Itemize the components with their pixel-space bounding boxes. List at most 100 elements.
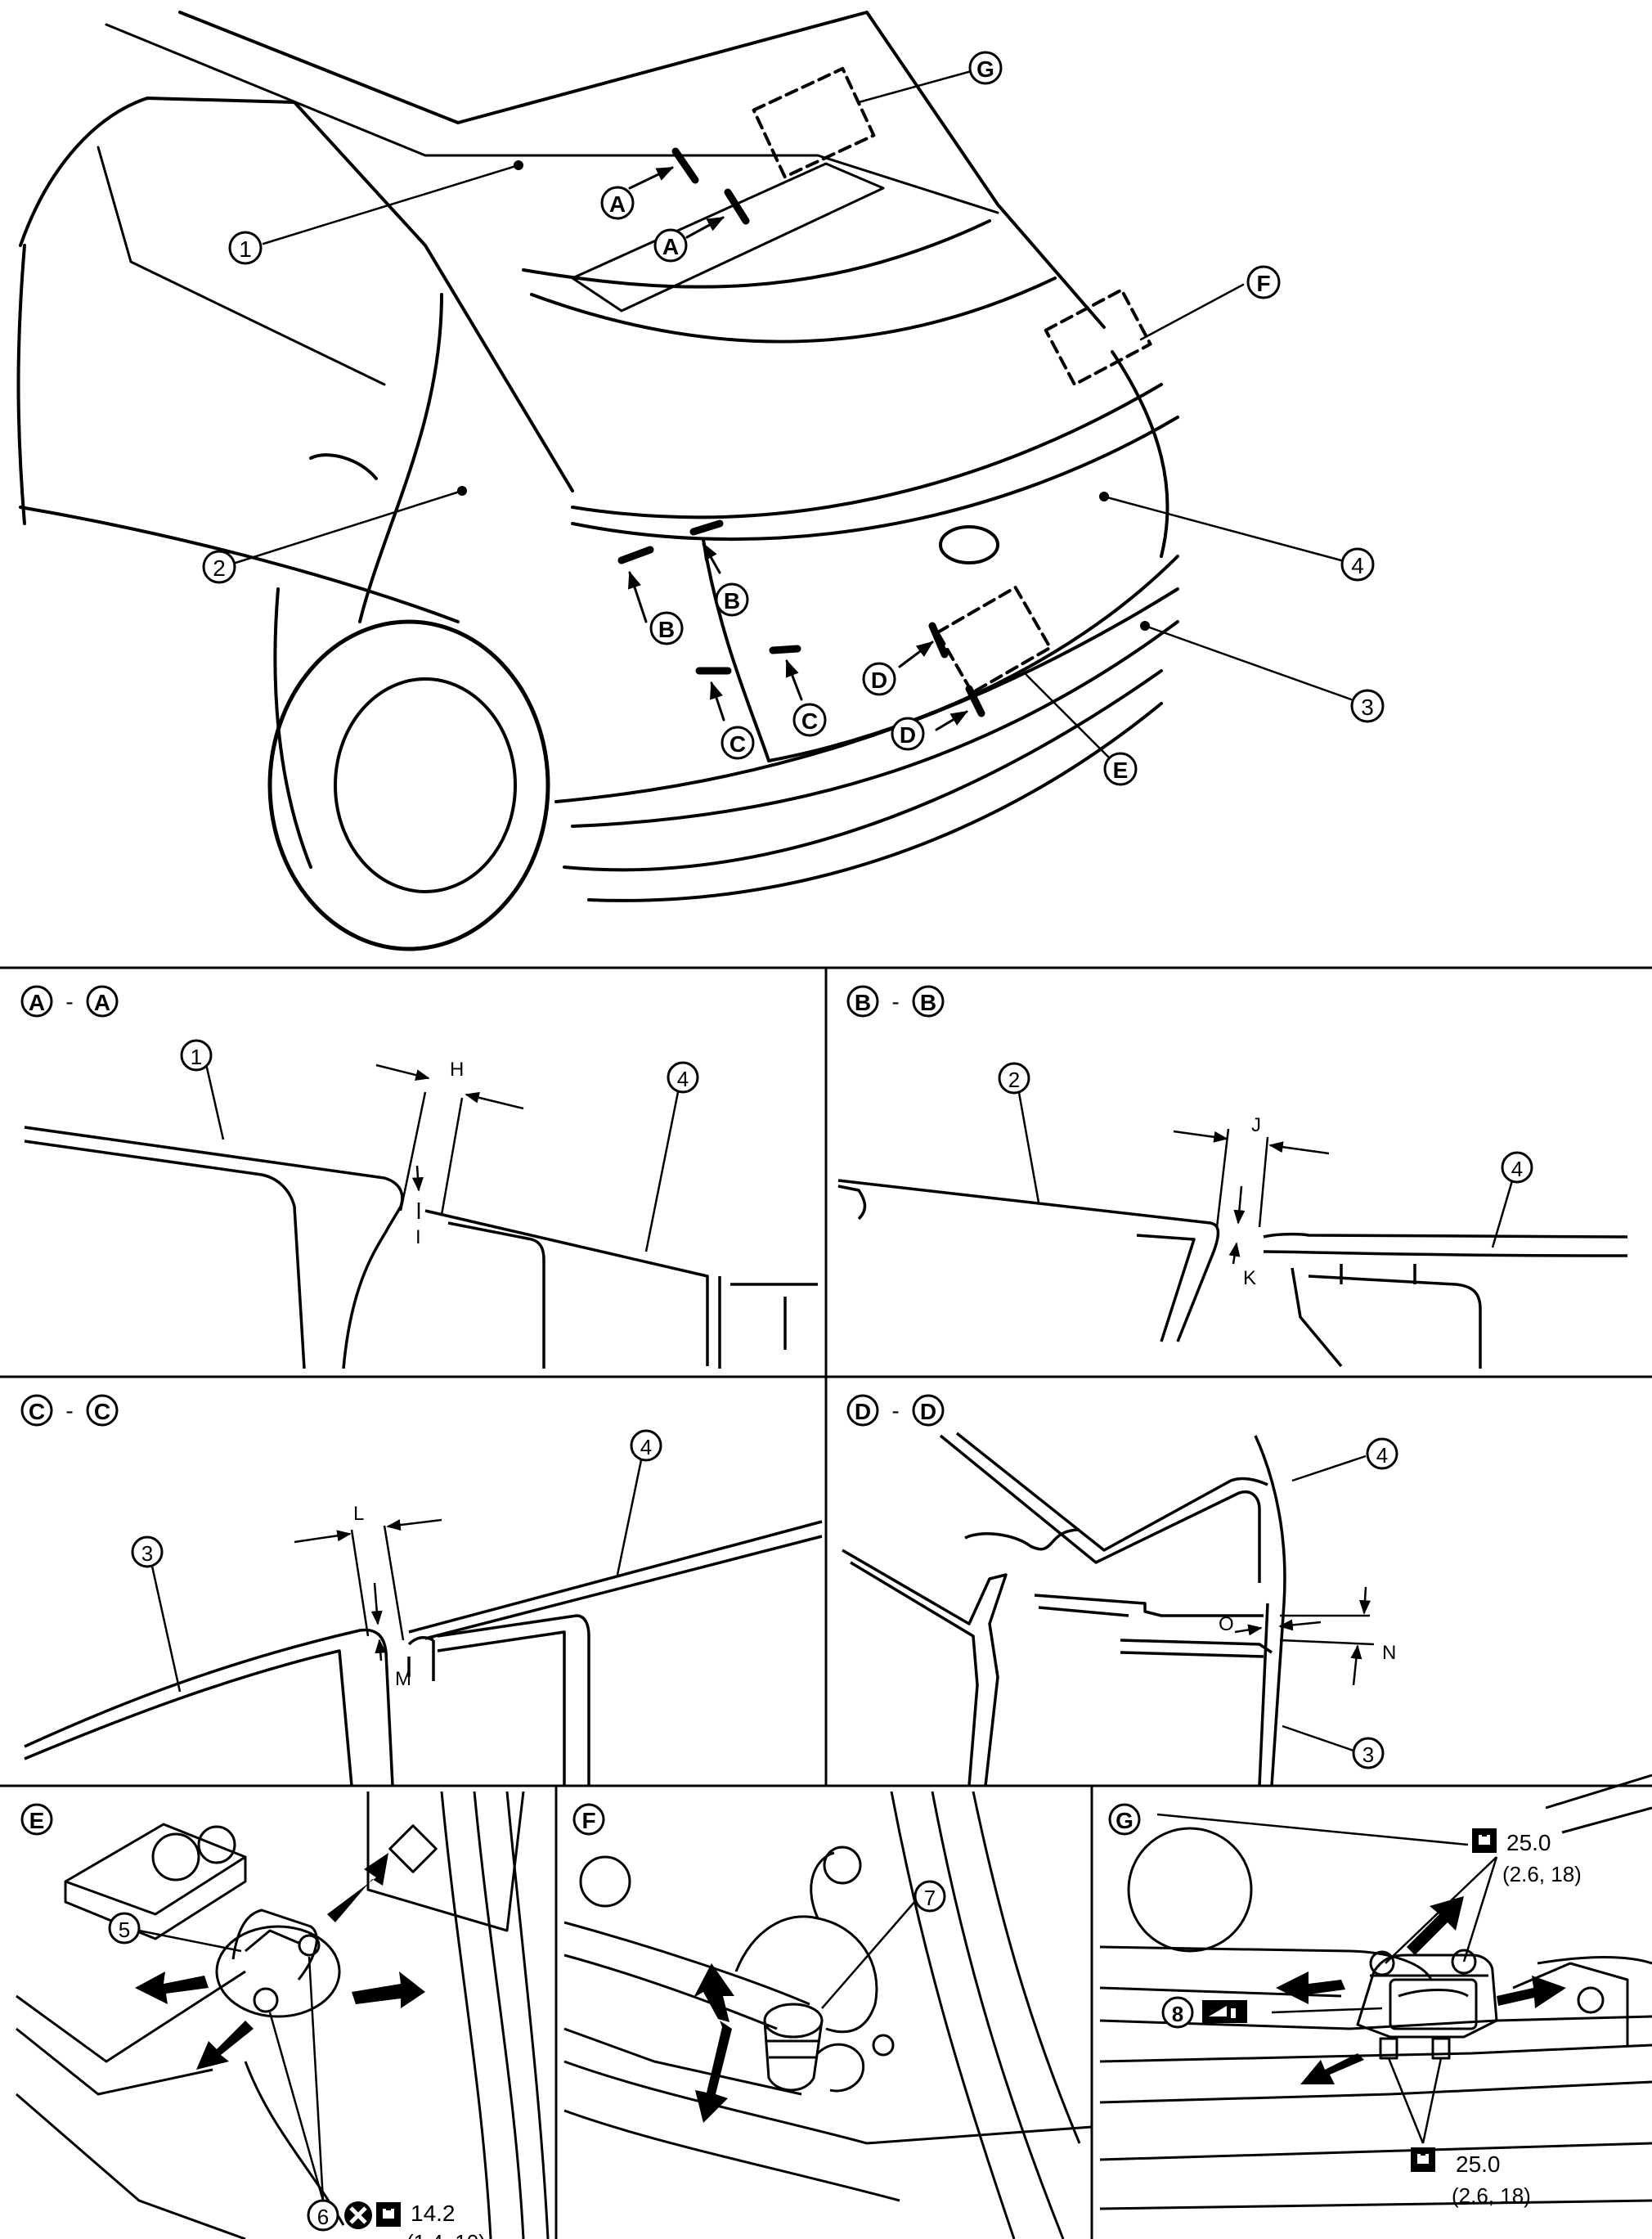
svg-text:G: G bbox=[976, 56, 994, 82]
svg-text:-: - bbox=[65, 1398, 73, 1423]
svg-text:B: B bbox=[658, 617, 675, 642]
svg-text:B: B bbox=[724, 588, 740, 614]
callout-3: 3 bbox=[1350, 689, 1385, 723]
svg-text:1: 1 bbox=[239, 236, 252, 262]
section-marker-a-lower: A bbox=[653, 228, 688, 263]
detail-e-panel: E bbox=[16, 1791, 550, 2239]
detail-e-label-6: 6 bbox=[268, 1956, 339, 2232]
section-d-d-title: D - D bbox=[846, 1394, 945, 1427]
svg-text:A: A bbox=[29, 990, 45, 1015]
svg-text:-: - bbox=[891, 989, 899, 1014]
svg-text:-: - bbox=[891, 1398, 899, 1423]
section-a-a-title: A - A bbox=[20, 985, 119, 1018]
detail-f-title: F bbox=[572, 1803, 605, 1836]
svg-text:N: N bbox=[1382, 1642, 1396, 1664]
section-marker-d-lower: D bbox=[891, 717, 925, 751]
dim-o-n bbox=[1234, 1586, 1375, 1686]
svg-text:C: C bbox=[29, 1399, 45, 1424]
section-a-a-panel: A - A H I 1 bbox=[20, 985, 818, 1369]
section-marker-b-left: B bbox=[649, 611, 684, 645]
svg-text:6: 6 bbox=[317, 2205, 329, 2229]
detail-e-arrows bbox=[135, 1853, 425, 2070]
section-b-b-label-4: 4 bbox=[1491, 1151, 1533, 1248]
detail-f-panel: F 7 bbox=[563, 1791, 1093, 2239]
svg-text:1: 1 bbox=[191, 1045, 202, 1069]
svg-text:F: F bbox=[1256, 271, 1270, 296]
section-b-b-panel: B - B J K 2 bbox=[837, 985, 1628, 1369]
svg-text:B: B bbox=[920, 990, 936, 1015]
do-not-reuse-icon bbox=[344, 2201, 372, 2229]
section-marker-c-left: C bbox=[721, 726, 755, 760]
detail-g-torque-bottom-units: (2.6, 18) bbox=[1452, 2183, 1531, 2208]
section-a-a-label-4: 4 bbox=[644, 1061, 699, 1252]
section-c-c-title: C - C bbox=[20, 1394, 119, 1427]
svg-text:E: E bbox=[1113, 758, 1129, 783]
adjustment-icon bbox=[1202, 2000, 1247, 2023]
detail-g-label-8: 8 bbox=[1161, 1996, 1194, 2029]
svg-text:4: 4 bbox=[1376, 1443, 1388, 1468]
detail-g-title: G bbox=[1108, 1803, 1141, 1836]
section-marker-b-right: B bbox=[715, 582, 749, 617]
svg-text:D: D bbox=[900, 722, 916, 748]
section-marker-a-upper: A bbox=[600, 186, 635, 220]
section-d-d-label-4: 4 bbox=[1291, 1437, 1398, 1482]
dim-j bbox=[1173, 1128, 1330, 1265]
panel-grid bbox=[0, 966, 1652, 2239]
detail-g-torque-top-value: 25.0 bbox=[1506, 1830, 1551, 1855]
detail-e-torque-units: (1.4, 10) bbox=[406, 2230, 486, 2239]
section-c-c-label-4: 4 bbox=[616, 1429, 662, 1576]
svg-text:O: O bbox=[1219, 1613, 1234, 1635]
svg-text:I: I bbox=[415, 1226, 421, 1248]
detail-e-torque-value: 14.2 bbox=[411, 2201, 456, 2226]
section-b-b-label-2: 2 bbox=[998, 1062, 1040, 1203]
detail-f-arrow bbox=[694, 1963, 734, 2123]
section-b-b-title: B - B bbox=[846, 985, 945, 1018]
detail-g-torque-bottom-icon bbox=[1411, 2147, 1435, 2172]
section-a-a-label-1: 1 bbox=[180, 1039, 225, 1140]
svg-text:D: D bbox=[920, 1399, 936, 1424]
svg-text:C: C bbox=[801, 708, 818, 734]
svg-text:M: M bbox=[395, 1668, 411, 1690]
svg-text:4: 4 bbox=[1511, 1157, 1523, 1181]
svg-text:4: 4 bbox=[1351, 553, 1364, 578]
detail-g-torque-bottom-value: 25.0 bbox=[1456, 2151, 1501, 2177]
section-marker-d-upper: D bbox=[862, 662, 896, 696]
svg-text:K: K bbox=[1243, 1267, 1256, 1289]
svg-text:7: 7 bbox=[924, 1886, 936, 1910]
callout-g: G bbox=[968, 51, 1003, 85]
svg-text:2: 2 bbox=[1008, 1068, 1020, 1092]
detail-f-label-7: 7 bbox=[821, 1880, 946, 2009]
callout-f: F bbox=[1246, 265, 1281, 299]
dim-l bbox=[294, 1518, 442, 1661]
svg-text:D: D bbox=[871, 668, 887, 693]
svg-text:G: G bbox=[1116, 1808, 1134, 1833]
detail-e-label-5: 5 bbox=[108, 1912, 242, 1953]
detail-g-torque-top-units: (2.6, 18) bbox=[1502, 1862, 1582, 1886]
svg-text:J: J bbox=[1251, 1114, 1261, 1136]
svg-text:A: A bbox=[609, 191, 626, 217]
svg-text:3: 3 bbox=[1361, 695, 1374, 720]
torque-wrench-icon bbox=[376, 2202, 401, 2227]
svg-text:4: 4 bbox=[640, 1435, 652, 1459]
svg-text:4: 4 bbox=[677, 1067, 689, 1091]
svg-text:D: D bbox=[855, 1399, 871, 1424]
svg-text:E: E bbox=[29, 1808, 45, 1833]
callout-e: E bbox=[1103, 752, 1138, 786]
svg-text:2: 2 bbox=[213, 555, 226, 581]
svg-text:3: 3 bbox=[1362, 1742, 1374, 1767]
svg-text:C: C bbox=[94, 1399, 110, 1424]
svg-text:8: 8 bbox=[1172, 2002, 1183, 2026]
detail-g-arrows bbox=[1276, 1896, 1566, 2084]
svg-text:3: 3 bbox=[141, 1541, 153, 1566]
svg-text:F: F bbox=[581, 1808, 595, 1833]
svg-text:C: C bbox=[729, 731, 746, 757]
svg-text:H: H bbox=[450, 1059, 464, 1081]
callout-4: 4 bbox=[1340, 547, 1375, 582]
detail-g-panel: G bbox=[1099, 1774, 1652, 2210]
svg-text:-: - bbox=[65, 989, 73, 1014]
section-c-c-label-3: 3 bbox=[131, 1535, 182, 1693]
detail-g-torque-top-icon bbox=[1472, 1828, 1497, 1853]
main-vehicle-view bbox=[16, 11, 1353, 951]
section-d-d-panel: D - D O N bbox=[842, 1394, 1398, 1787]
